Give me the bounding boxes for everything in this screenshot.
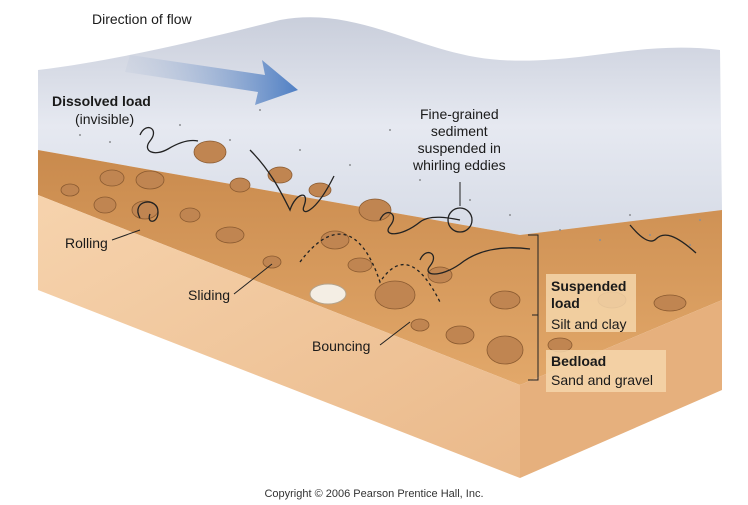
dissolved-load-note: (invisible)	[75, 111, 134, 128]
fine-grained-label: Fine-grained sediment suspended in whirl…	[413, 106, 506, 174]
flat-pebble	[310, 284, 346, 304]
suspended-load-line1: Suspended	[551, 278, 626, 295]
sliding-label: Sliding	[188, 287, 230, 304]
fine-grained-line1: Fine-grained	[413, 106, 506, 123]
fine-grained-line2: sediment	[413, 123, 506, 140]
fine-grained-line4: whirling eddies	[413, 157, 506, 174]
bedload-title: Bedload	[551, 353, 606, 370]
bedload-desc: Sand and gravel	[551, 372, 653, 389]
rolling-label: Rolling	[65, 235, 108, 252]
bouncing-label: Bouncing	[312, 338, 370, 355]
copyright-text: Copyright © 2006 Pearson Prentice Hall, …	[0, 488, 748, 500]
fine-grained-line3: suspended in	[413, 140, 506, 157]
suspended-load-line2: load	[551, 295, 626, 312]
suspended-load-desc: Silt and clay	[551, 316, 626, 333]
direction-of-flow-label: Direction of flow	[92, 11, 192, 28]
dissolved-load-label: Dissolved load	[52, 93, 151, 110]
suspended-load-title: Suspended load	[551, 278, 626, 312]
